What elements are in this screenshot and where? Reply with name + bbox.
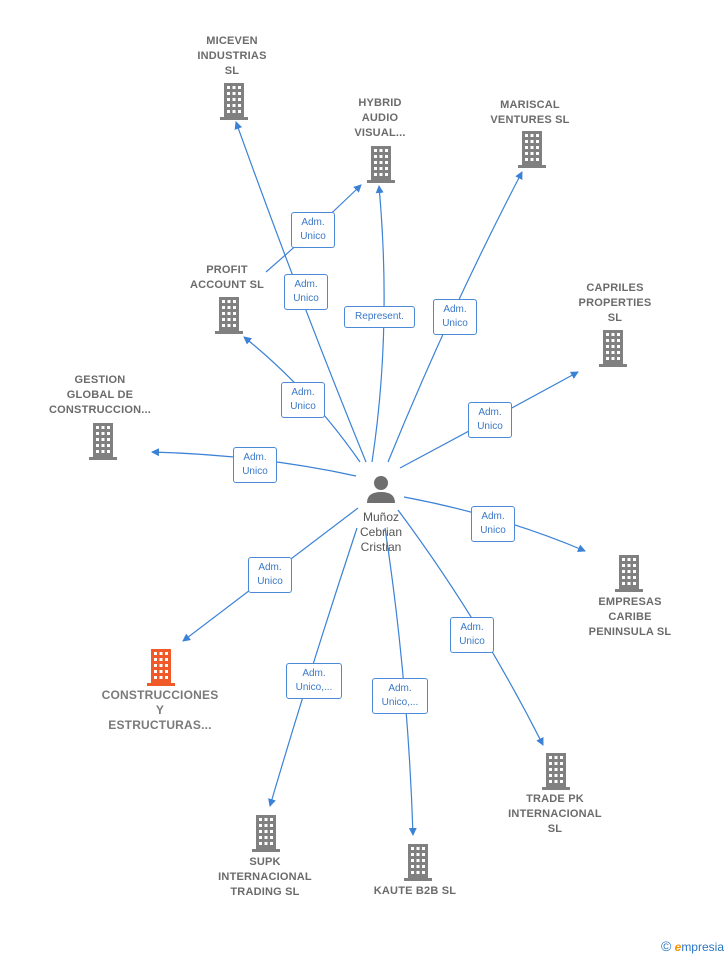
building-icon[interactable]: [367, 146, 395, 183]
brand-logo-letter: e: [674, 940, 682, 954]
company-label-construcciones[interactable]: CONSTRUCCIONES Y ESTRUCTURAS...: [101, 688, 219, 732]
building-icon[interactable]: [220, 83, 248, 120]
company-label-trade[interactable]: TRADE PK INTERNACIONAL SL: [508, 793, 602, 835]
company-label-profit[interactable]: PROFIT ACCOUNT SL: [189, 264, 265, 291]
building-icon[interactable]: [404, 844, 432, 881]
building-icon[interactable]: [518, 131, 546, 168]
relation-label: Represent.: [344, 306, 415, 328]
copyright-icon: ©: [660, 938, 672, 954]
relation-label: Adm. Unico: [248, 557, 292, 593]
building-icon[interactable]: [252, 815, 280, 852]
company-label-gestion[interactable]: GESTION GLOBAL DE CONSTRUCCION...: [49, 374, 151, 416]
building-icon[interactable]: [615, 555, 643, 592]
relation-label: Adm. Unico: [291, 212, 335, 248]
footer-brand[interactable]: © empresia: [661, 938, 724, 954]
company-label-kaute[interactable]: KAUTE B2B SL: [373, 885, 457, 897]
building-icon[interactable]: [215, 297, 243, 334]
relation-label: Adm. Unico,...: [372, 678, 428, 714]
relation-label: Adm. Unico: [450, 617, 494, 653]
company-label-capriles[interactable]: CAPRILES PROPERTIES SL: [578, 282, 652, 324]
company-label-miceven[interactable]: MICEVEN INDUSTRIAS SL: [197, 35, 267, 77]
building-icon[interactable]: [599, 330, 627, 367]
company-label-mariscal[interactable]: MARISCAL VENTURES SL: [490, 99, 570, 126]
relation-label: Adm. Unico: [468, 402, 512, 438]
relation-label: Adm. Unico: [233, 447, 277, 483]
building-icon[interactable]: [147, 649, 175, 686]
building-icon[interactable]: [542, 753, 570, 790]
company-label-supk[interactable]: SUPK INTERNACIONAL TRADING SL: [218, 856, 312, 898]
company-label-empresas[interactable]: EMPRESAS CARIBE PENINSULA SL: [588, 596, 672, 638]
person-icon[interactable]: [367, 476, 395, 503]
building-icon[interactable]: [89, 423, 117, 460]
person-name[interactable]: Muñoz Cebrian Cristian: [359, 510, 403, 554]
relation-label: Adm. Unico,...: [286, 663, 342, 699]
relation-label: Adm. Unico: [433, 299, 477, 335]
brand-name: mpresia: [681, 940, 724, 954]
relation-label: Adm. Unico: [471, 506, 515, 542]
relation-label: Adm. Unico: [281, 382, 325, 418]
company-label-hybrid[interactable]: HYBRID AUDIO VISUAL...: [354, 97, 406, 139]
relation-label: Adm. Unico: [284, 274, 328, 310]
